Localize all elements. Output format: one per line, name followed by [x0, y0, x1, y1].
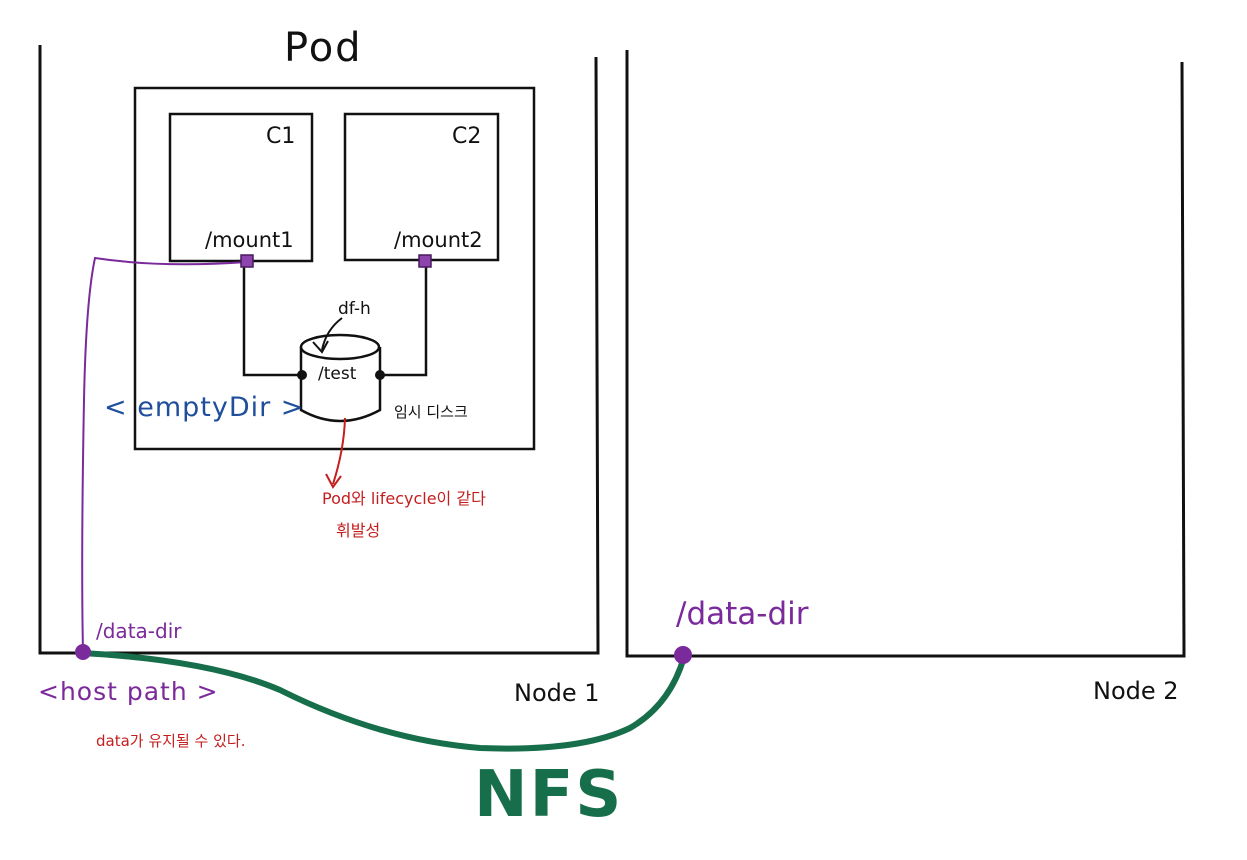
- mount2-path-label: /mount2: [394, 228, 483, 252]
- pod-box: [133, 86, 536, 451]
- lifecycle-arrow-head: [325, 473, 342, 489]
- pod-label: Pod: [284, 25, 363, 71]
- persist-note: data가 유지될 수 있다.: [96, 732, 246, 750]
- node1-box: [38, 45, 600, 655]
- lifecycle-arrow: [332, 417, 346, 485]
- node1-label: Node 1: [514, 679, 600, 707]
- empty-dir-label: < emptyDir >: [104, 392, 305, 423]
- dfh-arrow: [321, 317, 343, 351]
- disk-path-label: /test: [318, 364, 357, 384]
- disk-left-port: [297, 370, 307, 380]
- mount2-point: [418, 254, 432, 268]
- host-path-label: <host path >: [38, 677, 219, 706]
- volatility-note: 휘발성: [336, 521, 381, 540]
- mount2-to-disk-line: [380, 263, 428, 377]
- node1-datadir-dot: [75, 644, 91, 660]
- disk-cylinder-top: [299, 333, 381, 361]
- container-c2-label: C2: [452, 124, 482, 149]
- temp-disk-label: 임시 디스크: [394, 403, 468, 421]
- mount1-to-disk-line: [242, 263, 302, 377]
- container-c1-label: C1: [266, 124, 296, 149]
- disk-cylinder-body: [299, 347, 382, 423]
- node2-datadir-label: /data-dir: [676, 596, 809, 632]
- lifecycle-note: Pod와 lifecycle이 같다: [322, 489, 486, 508]
- nfs-label: NFS: [474, 758, 624, 832]
- dfh-arrow-head: [312, 340, 329, 354]
- mount1-path-label: /mount1: [205, 228, 294, 252]
- mount1-point: [240, 254, 254, 268]
- node2-box: [625, 50, 1186, 658]
- node2-datadir-dot: [674, 646, 692, 664]
- hostpath-line: [81, 256, 248, 652]
- node2-label: Node 2: [1093, 677, 1179, 705]
- node1-datadir-label: /data-dir: [96, 619, 182, 643]
- disk-right-port: [375, 370, 385, 380]
- nfs-connection-line: [79, 650, 687, 752]
- dfh-command-label: df-h: [338, 299, 371, 319]
